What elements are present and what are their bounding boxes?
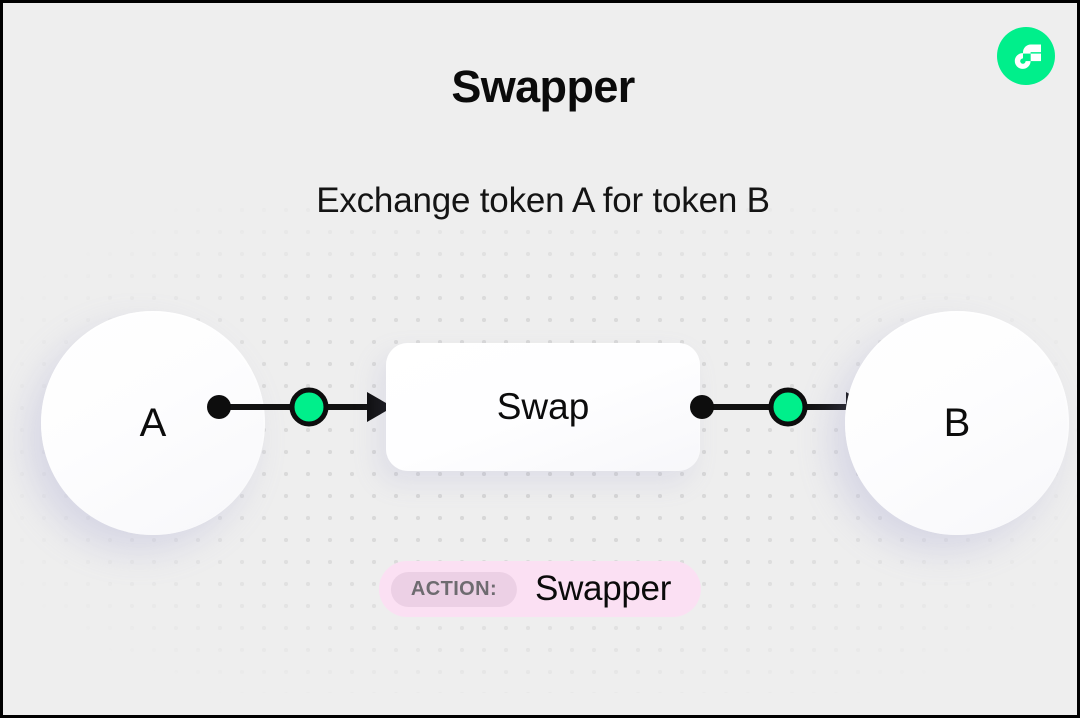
node-swap-label: Swap xyxy=(496,386,590,427)
edge-arrowhead xyxy=(367,392,393,422)
edge-green-handle xyxy=(289,387,329,427)
edge-source-dot xyxy=(690,395,714,419)
node-token-a[interactable]: A xyxy=(41,311,265,535)
flow-logo-icon xyxy=(997,27,1055,85)
edge-a-to-swap[interactable] xyxy=(203,375,393,439)
action-badge-key: ACTION: xyxy=(390,571,518,607)
edge-source-dot xyxy=(207,395,231,419)
page-subtitle: Exchange token A for token B xyxy=(316,181,770,220)
node-swap[interactable]: Swap xyxy=(386,343,700,471)
edge-green-handle xyxy=(768,387,808,427)
action-badge: ACTION: Swapper xyxy=(378,561,702,617)
page-title: Swapper xyxy=(451,61,635,112)
node-token-b-label: B xyxy=(943,400,971,445)
node-token-b[interactable]: B xyxy=(845,311,1069,535)
flow-diagram: A Swap xyxy=(3,283,1077,535)
edge-swap-to-b[interactable] xyxy=(686,375,872,439)
action-badge-value: Swapper xyxy=(535,569,672,608)
node-token-a-label: A xyxy=(139,400,167,445)
